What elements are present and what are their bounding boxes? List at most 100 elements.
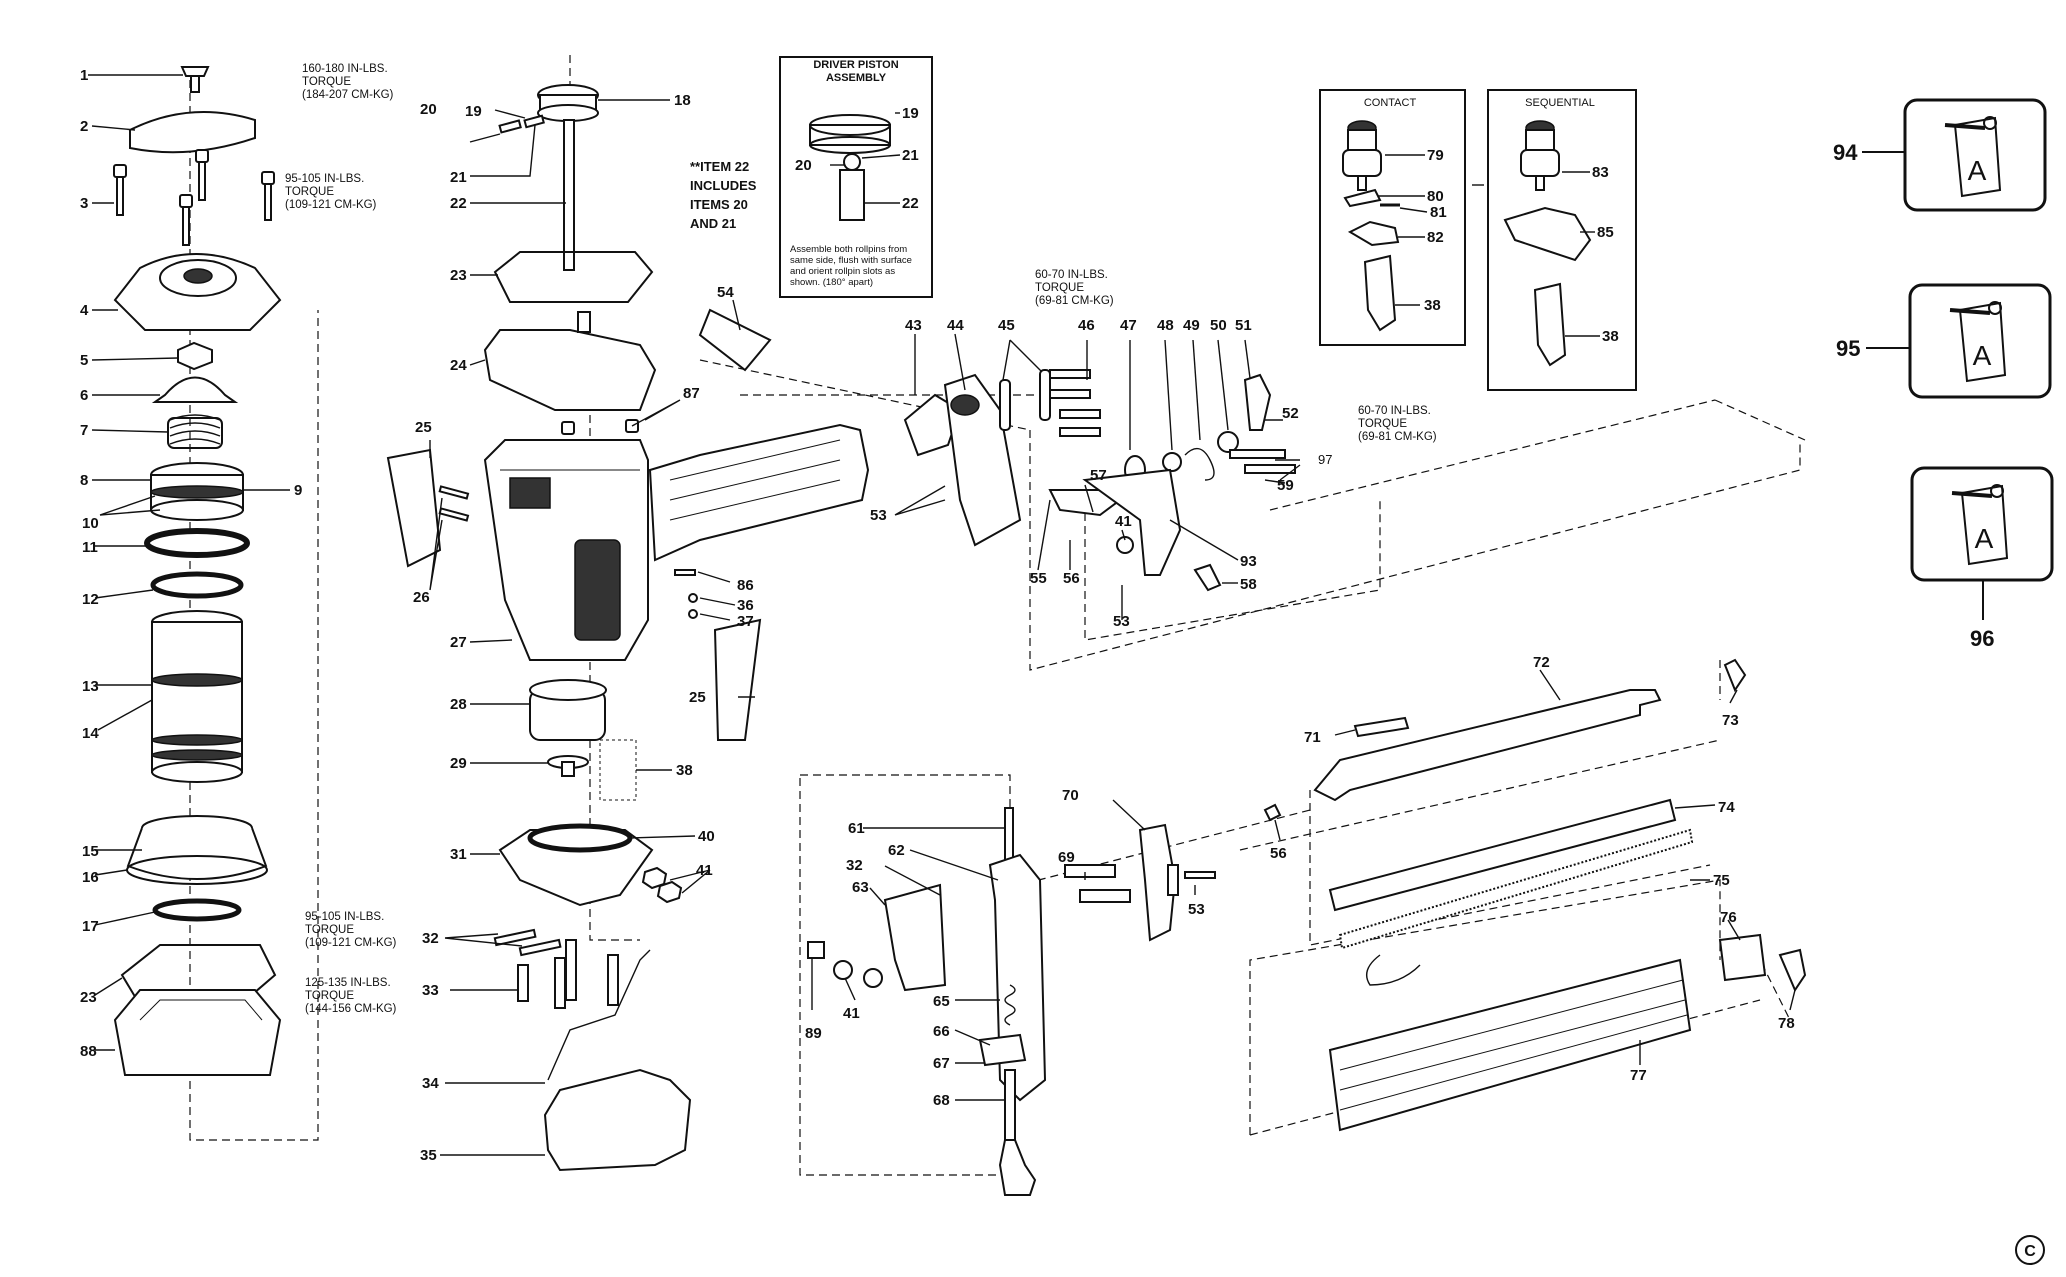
callout: 67 [933,1055,950,1072]
callout: 97 [1318,452,1332,467]
callout-labels: 1 2 3 4 5 6 7 8 9 10 11 12 13 14 15 16 1… [80,67,1795,1164]
callout: 73 [1722,712,1739,729]
contact-label-80: 80 [1427,188,1444,205]
driver-box-caption1: Assemble both rollpins from [790,244,907,255]
callout: 36 [737,597,754,614]
callout: 9 [294,482,302,499]
callout: 4 [80,302,89,319]
driver-box-label-20: 20 [795,157,812,174]
sequential-label-38: 38 [1602,328,1619,345]
trigger-area-parts [698,308,1296,592]
callout: 26 [413,589,430,606]
kit-96-letter: A [1975,523,1994,554]
callout: 76 [1720,909,1737,926]
callout: 59 [1277,477,1294,494]
callout: 55 [1030,570,1047,587]
left-column-parts [113,66,282,1076]
callout: 19 [465,103,482,120]
callout: 45 [998,317,1015,334]
callout: 93 [1240,553,1257,570]
callout: 52 [1282,405,1299,422]
driver-piston-assembly-box: DRIVER PISTON ASSEMBLY 19 20 21 22 Assem… [779,56,933,298]
kit-95-letter: A [1973,340,1992,371]
callout: 65 [933,993,950,1010]
callout: 10 [82,515,99,532]
callout: 48 [1157,317,1174,334]
kit-94-letter: A [1968,155,1987,186]
callout: 71 [1304,729,1321,746]
contact-label-38: 38 [1424,297,1441,314]
callout: 20 [420,101,437,118]
callout: 69 [1058,849,1075,866]
contact-label-81: 81 [1430,204,1447,221]
item22-line2: INCLUDES [690,178,757,193]
callout: 75 [1713,872,1730,889]
callout: 17 [82,918,99,935]
callout: 7 [80,422,88,439]
contact-box-title: CONTACT [1364,97,1417,109]
callout: 24 [450,357,467,374]
torque-notes: 160-180 IN-LBS. TORQUE (184-207 CM-KG) 9… [285,63,1437,1015]
torque-top-line2: TORQUE [302,76,351,88]
callout: 47 [1120,317,1137,334]
torque-low2-line2: TORQUE [305,990,354,1002]
driver-nose-parts [807,807,1216,1196]
callout: 1 [80,67,88,84]
callout: 41 [696,862,713,879]
callout: 51 [1235,317,1252,334]
callout: 41 [843,1005,860,1022]
callout: 86 [737,577,754,594]
driver-box-label-21: 21 [902,147,919,164]
callout: 5 [80,352,88,369]
leader-lines [88,74,1796,1156]
callout: 11 [82,539,98,556]
kit-96: A 96 [1910,466,2054,651]
driver-box-caption2: same side, flush with surface [790,255,912,266]
callout: 27 [450,634,467,651]
callout: 50 [1210,317,1227,334]
callout: 32 [422,930,439,947]
kit-94: A 94 [1833,98,2047,212]
callout: 22 [450,195,467,212]
callout: 77 [1630,1067,1647,1084]
callout: 6 [80,387,88,404]
torque-low2-line3: (144-156 CM-KG) [305,1003,397,1015]
callout: 14 [82,725,99,742]
callout: 72 [1533,654,1550,671]
callout: 61 [848,820,865,837]
driver-box-label-22: 22 [902,195,919,212]
torque-right1-line3: (69-81 CM-KG) [1035,295,1114,307]
kit-95: A 95 [1836,283,2052,399]
torque-low1-line1: 95-105 IN-LBS. [305,911,384,923]
callout: 18 [674,92,691,109]
sequential-label-85: 85 [1597,224,1614,241]
item22-line1: **ITEM 22 [690,159,749,174]
contact-label-79: 79 [1427,147,1444,164]
torque-right1-line2: TORQUE [1035,282,1084,294]
callout: 49 [1183,317,1200,334]
driver-box-title2: ASSEMBLY [826,72,887,84]
callout: 53 [1113,613,1130,630]
callout: 23 [80,989,97,1006]
item22-line3: ITEMS 20 [690,197,748,212]
callout: 8 [80,472,88,489]
torque-mid-line1: 95-105 IN-LBS. [285,173,364,185]
callout: 37 [737,613,754,630]
copyright-mark: C [2015,1235,2045,1265]
callout: 41 [1115,513,1132,530]
callout: 34 [422,1075,439,1092]
driver-box-label-19: 19 [902,105,919,122]
callout: 16 [82,869,99,886]
callout: 62 [888,842,905,859]
driver-box-caption3: and orient rollpin slots as [790,266,895,277]
callout: 89 [805,1025,822,1042]
torque-mid-line3: (109-121 CM-KG) [285,199,377,211]
callout: 66 [933,1023,950,1040]
callout: 31 [450,846,467,863]
callout: 25 [689,689,706,706]
callout: 12 [82,591,99,608]
callout: 53 [1188,901,1205,918]
callout: 2 [80,118,88,135]
magazine-parts [1263,658,1807,1132]
